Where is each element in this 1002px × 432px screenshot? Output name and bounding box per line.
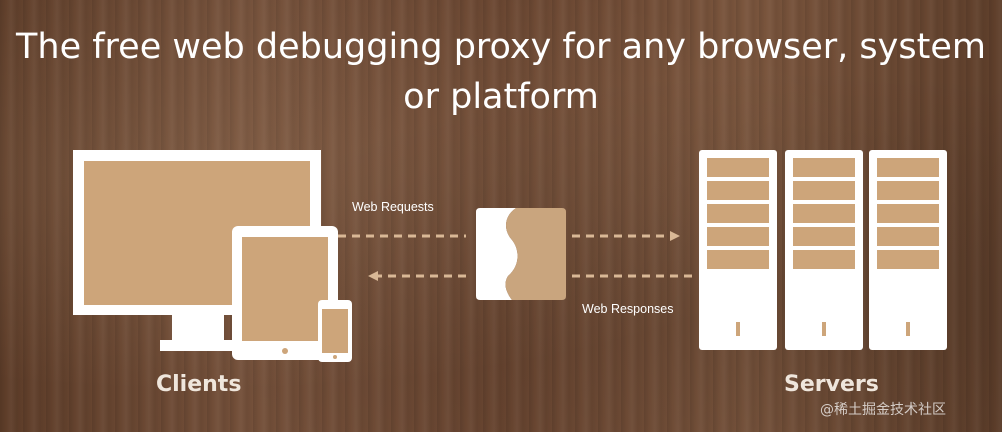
proxy-icon [476,208,566,300]
server-drive-slot [793,250,855,269]
server-drive-slot [793,227,855,246]
tablet-icon [232,226,338,360]
server-rack-icon [869,150,947,350]
server-drive-slot [707,204,769,223]
server-drive-slot [707,250,769,269]
watermark: @稀土掘金技术社区 [820,402,946,418]
server-rack-icon [785,150,863,350]
headline-line-2: or platform [403,77,599,117]
server-drive-slot [707,158,769,177]
server-drive-slot [793,158,855,177]
web-responses-label: Web Responses [582,302,674,316]
server-drive-slot [707,227,769,246]
server-drive-slot [793,204,855,223]
server-drive-slot [793,181,855,200]
phone-icon [318,300,352,362]
server-drive-slot [877,204,939,223]
web-requests-label: Web Requests [352,200,434,214]
servers-label: Servers [784,372,879,397]
server-indicator [822,322,826,336]
server-drive-slot [877,181,939,200]
server-rack-icon [699,150,777,350]
headline-line-1: The free web debugging proxy for any bro… [16,27,986,67]
server-drive-slot [877,158,939,177]
server-drive-slot [877,227,939,246]
server-drive-slot [877,250,939,269]
server-indicator [736,322,740,336]
server-indicator [906,322,910,336]
clients-label: Clients [156,372,242,397]
server-drive-slot [707,181,769,200]
